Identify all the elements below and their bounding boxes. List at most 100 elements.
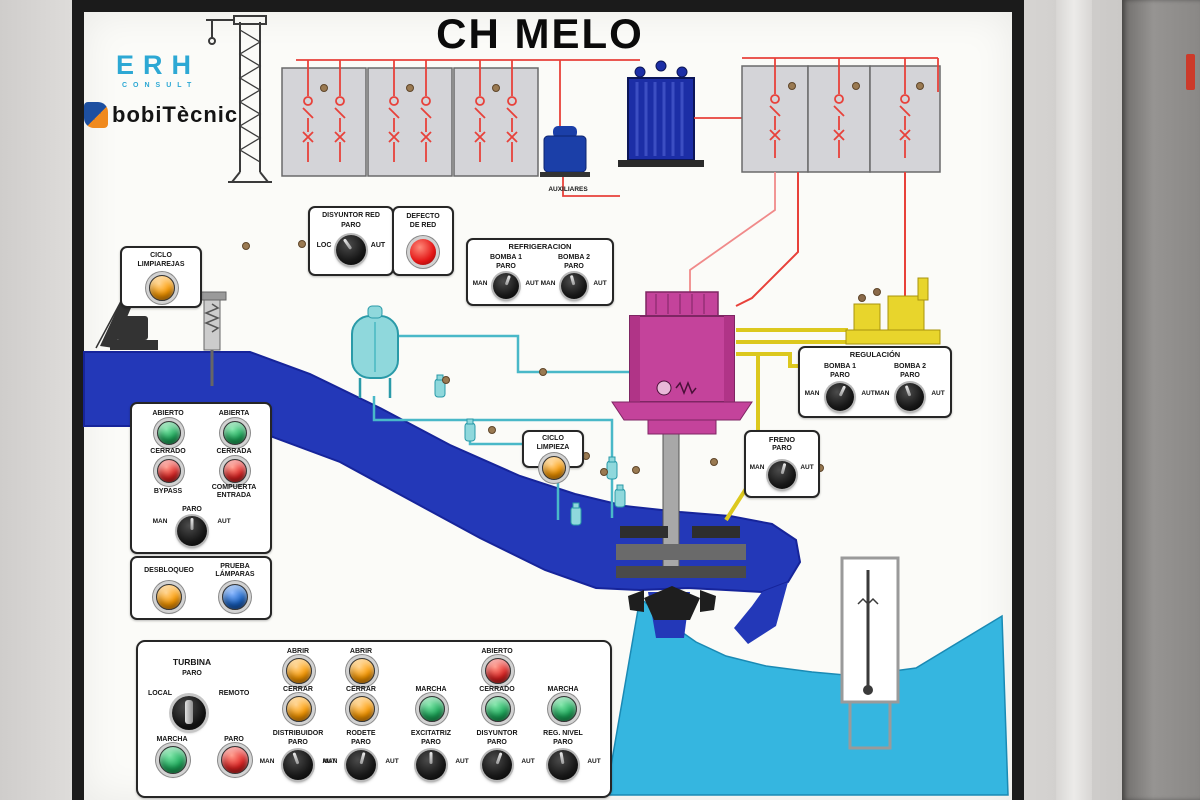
red-cable [1186,54,1195,90]
rodete-abrir-button[interactable] [349,658,375,684]
regulacion-bomba1-paro: PARO [830,372,850,379]
excitatriz-knob[interactable] [416,750,446,780]
disyuntor-knob[interactable] [482,750,512,780]
refrigeracion-bomba2-knob[interactable] [561,273,587,299]
distribuidor-cerrar-button[interactable] [286,696,312,722]
regnivel-knob[interactable] [548,750,578,780]
compuerta-selector-knob[interactable] [177,516,207,546]
freno-title: FRENO [768,435,796,444]
ciclo-limpiarejas-button[interactable] [149,275,175,301]
compuerta-abierta-label: ABIERTA [218,410,250,417]
erh-logo-subtitle: CONSULT [122,82,198,89]
refrigeracion-bomba2-aut: AUT [593,280,607,287]
distribuidor-paro-label: PARO [288,739,308,746]
bypass-cerrado-button[interactable] [157,459,181,483]
regulacion-bomba1-aut: AUT [861,390,875,397]
defecto-red-box: DEFECTO DE RED [392,206,454,276]
freno-knob[interactable] [768,461,796,489]
regulacion-bomba1-man: MAN [804,390,820,397]
turbina-paro-label: PARO [182,670,202,677]
disyuntor-paro-label: PARO [487,739,507,746]
bypass-abierto-button[interactable] [157,421,181,445]
compuerta-selector-man: MAN [152,518,168,525]
prueba-lamparas-button[interactable] [222,584,248,610]
excitatriz-paro-label: PARO [421,739,441,746]
bobitecnic-logo: bobiTècnic [84,102,238,128]
refrigeracion-bomba1-man: MAN [472,280,488,287]
excitatriz-marcha-button[interactable] [419,696,445,722]
defecto-red-label-2: DE RED [409,222,437,229]
ciclo-limpieza-button[interactable] [542,456,566,480]
auxiliares-label: AUXILIARES [548,186,588,193]
bobitecnic-logo-text: bobiTècnic [112,102,239,127]
refrigeracion-bomba2-man: MAN [540,280,556,287]
turbina-paro-button[interactable] [221,746,249,774]
ciclo-limpieza-label-1: CICLO [542,435,564,442]
refrigeracion-bomba1-aut: AUT [525,280,539,287]
defecto-red-label-1: DEFECTO [406,213,440,220]
refrigeracion-bomba2-label: BOMBA 2 [557,254,591,261]
rodete-name-label: RODETE [346,730,376,737]
desbloqueo-button[interactable] [156,584,182,610]
bypass-abierto-label: ABIERTO [152,410,184,417]
turbina-local-label: LOCAL [147,690,173,697]
regulacion-bomba2-knob[interactable] [896,383,924,411]
refrigeracion-box: REFRIGERACION BOMBA 1 PARO MAN AUT BOMBA… [466,238,614,306]
defecto-red-lamp [410,239,436,265]
rodete-knob[interactable] [346,750,376,780]
disyuntor-cerrado-button[interactable] [485,696,511,722]
freno-man-label: MAN [749,464,765,471]
turbina-key-switch[interactable] [172,696,206,730]
ciclo-limpieza-label-2: LIMPIEZA [536,444,570,451]
distribuidor-name-label: DISTRIBUIDOR [272,730,324,737]
distribuidor-man-label: MAN [259,758,275,765]
wall-left [0,0,72,800]
disyuntor-aut-label: AUT [521,758,535,765]
bypass-cerrado-label: CERRADO [150,448,186,455]
erh-logo: ERH [116,50,201,80]
ciclo-limpiarejas-box: CICLO LIMPIAREJAS [120,246,202,308]
disyuntor-abierto-label: ABIERTO [481,648,513,655]
distribuidor-abrir-label: ABRIR [286,648,310,655]
disyuntor-red-title: DISYUNTOR RED [322,212,380,219]
refrigeracion-bomba1-knob[interactable] [493,273,519,299]
regnivel-paro-label: PARO [553,739,573,746]
disyuntor-cerrado-label: CERRADO [479,686,515,693]
turbina-title: TURBINA [172,657,212,667]
compuerta-selector-aut: AUT [217,518,231,525]
refrigeracion-bomba1-paro: PARO [496,263,516,270]
disyuntor-abierto-button[interactable] [485,658,511,684]
distribuidor-knob[interactable] [283,750,313,780]
excitatriz-aut-label: AUT [455,758,469,765]
ciclo-limpiarejas-label-1: CICLO [150,252,172,259]
rodete-cerrar-button[interactable] [349,696,375,722]
regnivel-name-label: REG. NIVEL [543,730,583,737]
freno-box: FRENO PARO MAN AUT [744,430,820,498]
regulacion-box: REGULACIÓN BOMBA 1 PARO MAN AUT BOMBA 2 … [798,346,952,418]
compuerta-abierta-button[interactable] [223,421,247,445]
compuerta-box: ABIERTO ABIERTA CERRADO CERRADA BYPASS C… [130,402,272,554]
regnivel-marcha-label: MARCHA [547,686,579,693]
regulacion-bomba1-knob[interactable] [826,383,854,411]
regnivel-aut-label: AUT [587,758,601,765]
turbina-marcha-label: MARCHA [156,736,188,743]
freno-aut-label: AUT [800,464,814,471]
bobitecnic-icon [84,102,108,128]
door-edge-highlight [1056,0,1092,800]
page-title: CH MELO [436,10,644,57]
distribuidor-cerrar-label: CERRAR [283,686,313,693]
prueba-lamparas-label-1: PRUEBA [220,563,250,570]
distribuidor-abrir-button[interactable] [286,658,312,684]
turbina-box: TURBINA PARO LOCAL REMOTO MARCHA PARO AB… [136,640,612,798]
rodete-cerrar-label: CERRAR [346,686,376,693]
disyuntor-red-box: DISYUNTOR RED PARO LOC AUT [308,206,394,276]
disyuntor-red-paro-label: PARO [341,222,361,229]
regnivel-marcha-button[interactable] [551,696,577,722]
rodete-man-label: MAN [322,758,338,765]
compuerta-cerrada-button[interactable] [223,459,247,483]
excitatriz-name-label: EXCITATRIZ [410,730,452,737]
ciclo-limpieza-box: CICLO LIMPIEZA [522,430,584,480]
disyuntor-red-knob[interactable] [336,235,366,265]
turbina-marcha-button[interactable] [159,746,187,774]
